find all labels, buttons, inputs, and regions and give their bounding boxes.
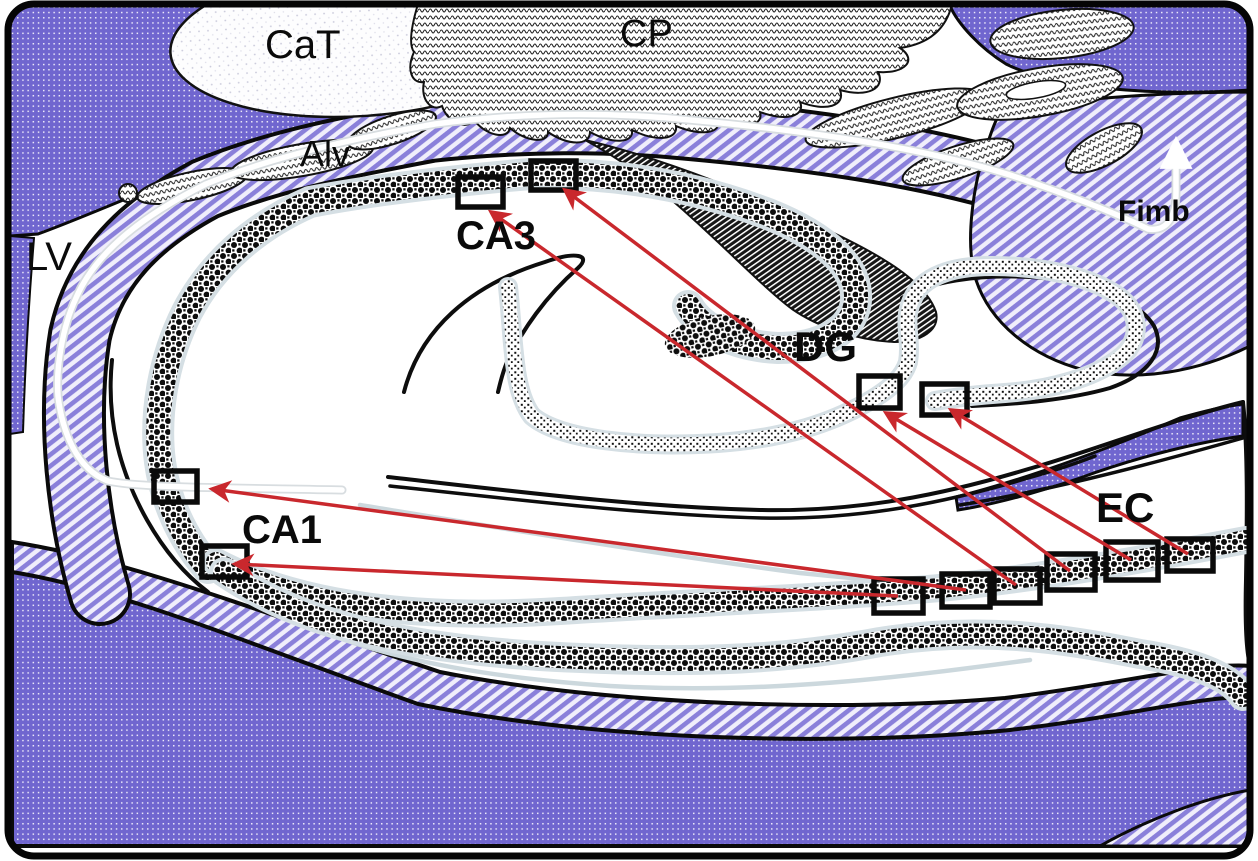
ca1-box-1 bbox=[151, 468, 200, 505]
arrow-ec-to-ca1-upper bbox=[208, 480, 967, 592]
dg-granule-band bbox=[501, 258, 1143, 452]
dg-right-loop-outline bbox=[900, 274, 1160, 408]
choroid-plexus-blobs bbox=[118, 4, 1143, 205]
cell-layer-bands bbox=[142, 157, 1250, 711]
dg-box-2 bbox=[919, 381, 970, 418]
purple-sliver-left-edge bbox=[9, 234, 36, 436]
cp-main-blob bbox=[409, 4, 954, 144]
arrow-ec-to-ca3-right bbox=[561, 187, 1072, 573]
label-alv: Alv bbox=[300, 133, 350, 174]
arrow-ec-to-dg-right bbox=[947, 408, 1189, 556]
ca1-ca3-pyramidal-band bbox=[146, 161, 869, 580]
label-ca1: CA1 bbox=[242, 508, 322, 552]
projection-arrows bbox=[208, 187, 1189, 598]
fimbria-tract-line bbox=[54, 111, 1193, 493]
stratum-oriens-outline bbox=[108, 358, 210, 594]
dg-box-1 bbox=[856, 373, 903, 411]
ec-lower-band bbox=[213, 561, 1250, 707]
cp-right-blob-3 bbox=[1065, 122, 1143, 174]
white-matter-band-bottom bbox=[10, 539, 1250, 741]
cp-right-blob-1 bbox=[989, 7, 1135, 61]
label-ca3: CA3 bbox=[456, 214, 536, 258]
ec-box-3 bbox=[991, 566, 1043, 606]
cp-right-blob-2-hole bbox=[1005, 79, 1067, 101]
ec-upper-band bbox=[206, 530, 1250, 624]
ec-box-5 bbox=[1103, 539, 1161, 583]
label-cat: CaT bbox=[265, 23, 341, 67]
label-cp: CP bbox=[620, 13, 673, 55]
ec-box-4 bbox=[1044, 551, 1098, 593]
label-fimb: Fimb bbox=[1118, 195, 1190, 228]
arrow-ec-to-dg-left bbox=[882, 411, 1132, 562]
ec-box-6 bbox=[1164, 536, 1216, 574]
arrow-ec-to-ca1-lower bbox=[231, 553, 899, 598]
angular-bundle-lower-outline bbox=[958, 436, 1245, 507]
cp-left-blob-4 bbox=[118, 183, 138, 203]
fissure-line-a bbox=[386, 400, 1245, 513]
figure-frame bbox=[4, 0, 1254, 860]
region-labels: CaT CP Alv LV Fimb CA3 DG CA1 EC bbox=[26, 13, 1190, 552]
ec-box-2 bbox=[939, 571, 993, 610]
arrow-ec-to-ca3-left bbox=[487, 209, 1018, 587]
ca3-box-1 bbox=[455, 174, 506, 210]
label-ec: EC bbox=[1096, 484, 1154, 531]
label-dg: DG bbox=[794, 323, 857, 370]
label-lv: LV bbox=[26, 235, 72, 279]
ca3-box-2 bbox=[528, 158, 579, 193]
ca3-end-blob bbox=[664, 314, 756, 358]
fissure-line-b bbox=[388, 454, 1097, 520]
